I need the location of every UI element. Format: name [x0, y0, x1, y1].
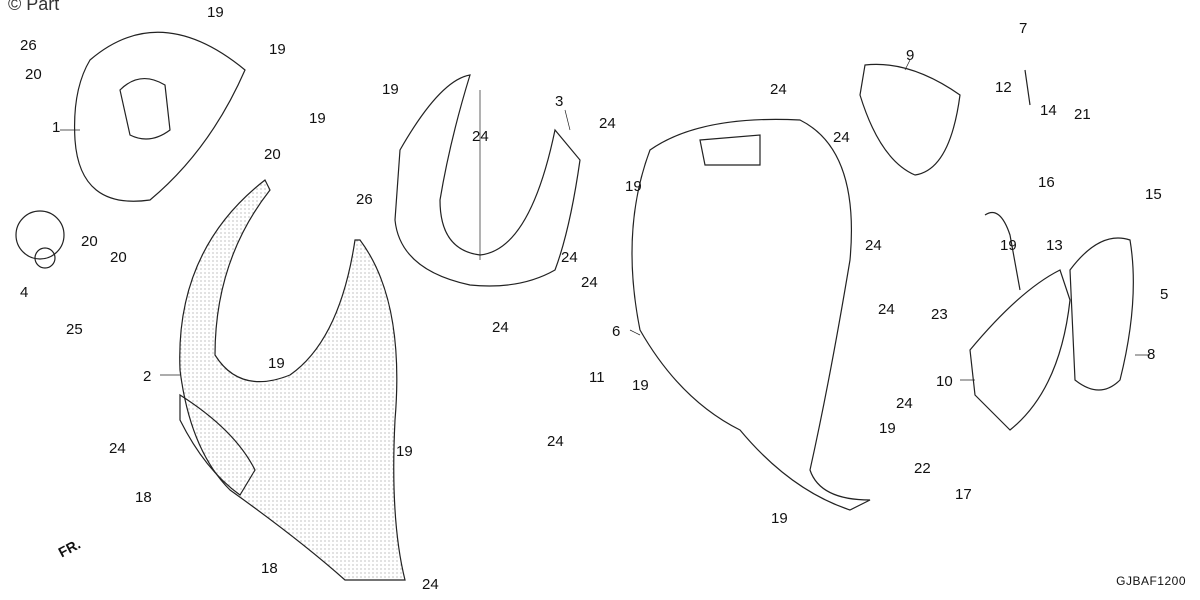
- callout-19-c: 19: [309, 110, 326, 127]
- part-2-panel: [179, 179, 406, 581]
- watermark-text: © Part: [8, 0, 60, 14]
- part-6-inner: [699, 134, 761, 166]
- callout-18-b: 18: [261, 560, 278, 577]
- part-4-lock: [15, 210, 65, 260]
- callout-24-h: 24: [492, 319, 509, 336]
- callout-19-h: 19: [632, 377, 649, 394]
- callout-24-g: 24: [865, 237, 882, 254]
- part-1-lid-detail: [119, 78, 171, 140]
- callout-26-a: 26: [20, 37, 37, 54]
- callout-24-d: 24: [833, 129, 850, 146]
- callout-24-m: 24: [422, 576, 439, 593]
- part-1-cover: [74, 31, 246, 202]
- callout-24-j: 24: [896, 395, 913, 412]
- callout-24-f: 24: [581, 274, 598, 291]
- part-13-wire: [984, 211, 1021, 291]
- callout-19-f: 19: [268, 355, 285, 372]
- callout-26-b: 26: [356, 191, 373, 208]
- callout-10: 10: [936, 373, 953, 390]
- diagram-code: GJBAF1200: [1116, 574, 1186, 588]
- callout-24-b: 24: [599, 115, 616, 132]
- callout-16: 16: [1038, 174, 1055, 191]
- callout-20-b: 20: [264, 146, 281, 163]
- leader-lines: [60, 59, 1150, 381]
- part-2-lower-face: [179, 393, 256, 496]
- callout-24-e: 24: [561, 249, 578, 266]
- callout-22: 22: [914, 460, 931, 477]
- callout-13: 13: [1046, 237, 1063, 254]
- callout-19-d: 19: [382, 81, 399, 98]
- callout-23: 23: [931, 306, 948, 323]
- callout-15: 15: [1145, 186, 1162, 203]
- callout-2: 2: [143, 368, 152, 385]
- callout-24-k: 24: [547, 433, 564, 450]
- part-10-lid: [969, 269, 1071, 431]
- part-7-bolt: [1024, 69, 1031, 106]
- callout-9: 9: [906, 47, 915, 64]
- callout-19-k: 19: [1000, 237, 1017, 254]
- callout-19-j: 19: [771, 510, 788, 527]
- part-4-ring: [34, 247, 56, 269]
- callout-25: 25: [66, 321, 83, 338]
- callout-19-i: 19: [879, 420, 896, 437]
- callout-19-a: 19: [207, 4, 224, 21]
- callout-14: 14: [1040, 102, 1057, 119]
- callout-21: 21: [1074, 106, 1091, 123]
- part-8-frame: [1069, 237, 1134, 391]
- callout-12: 12: [995, 79, 1012, 96]
- callout-24-i: 24: [878, 301, 895, 318]
- callout-20-c: 20: [81, 233, 98, 250]
- part-6-shield: [631, 118, 871, 511]
- callout-4: 4: [20, 284, 29, 301]
- callout-11: 11: [589, 369, 605, 386]
- callout-18-a: 18: [135, 489, 152, 506]
- part-9-trim: [859, 63, 961, 176]
- callout-17: 17: [955, 486, 972, 503]
- callout-8: 8: [1147, 346, 1156, 363]
- callout-1: 1: [52, 119, 61, 136]
- callout-3: 3: [555, 93, 564, 110]
- callout-19-g: 19: [396, 443, 413, 460]
- callout-5: 5: [1160, 286, 1169, 303]
- callout-20-a: 20: [25, 66, 42, 83]
- callout-19-b: 19: [269, 41, 286, 58]
- part-3-frame: [394, 74, 581, 287]
- callout-24-a: 24: [472, 128, 489, 145]
- callout-20-d: 20: [110, 249, 127, 266]
- callout-24-c: 24: [770, 81, 787, 98]
- callout-19-e: 19: [625, 178, 642, 195]
- callout-7: 7: [1019, 20, 1028, 37]
- callout-6: 6: [612, 323, 621, 340]
- callout-24-l: 24: [109, 440, 126, 457]
